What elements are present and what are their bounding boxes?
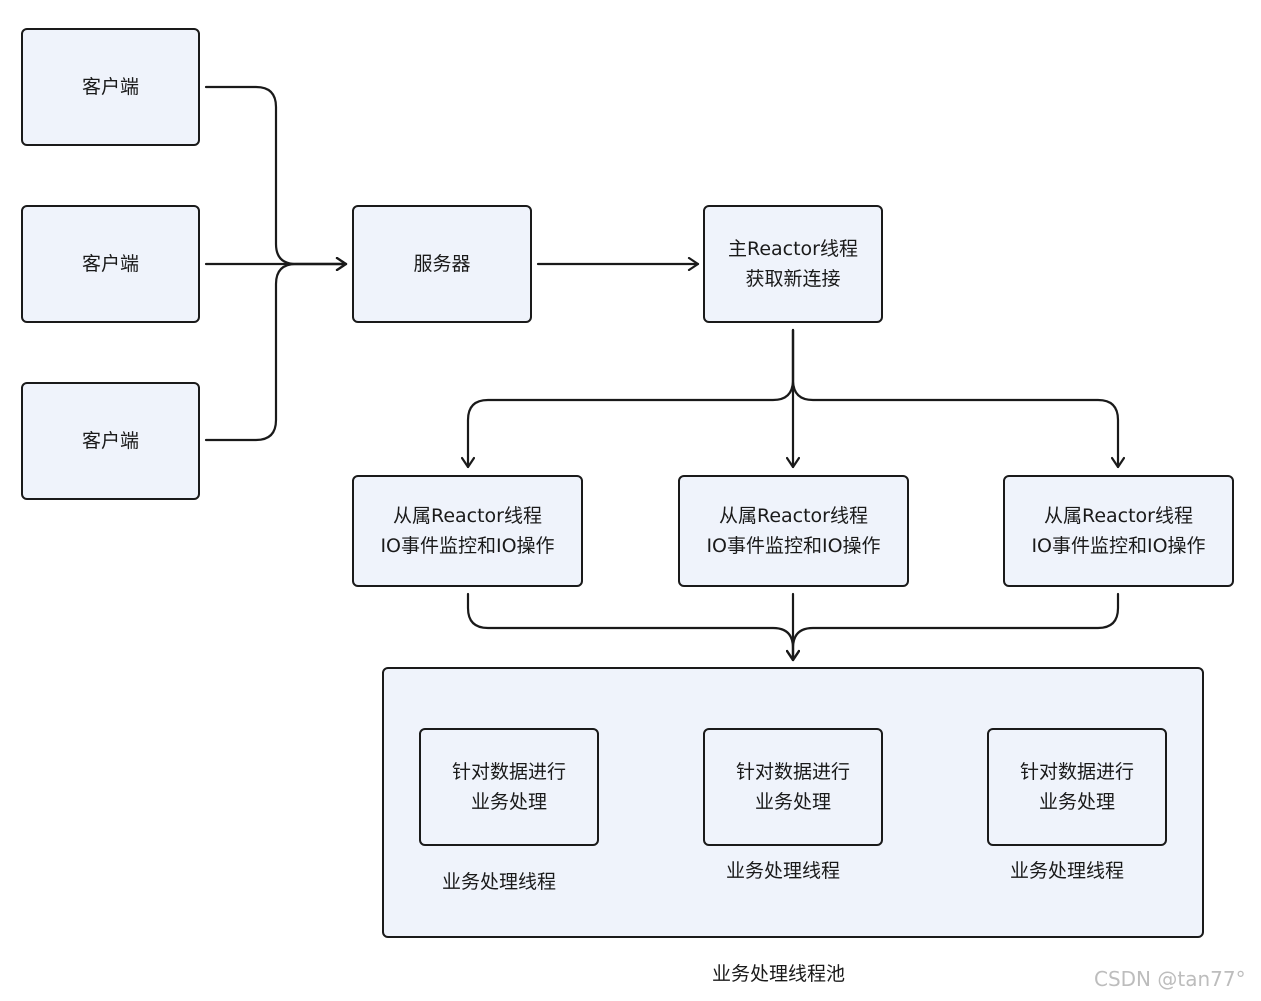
- server-node-label: 服务器: [413, 253, 471, 275]
- worker-caption: 业务处理线程: [442, 871, 557, 893]
- worker-node-line2: 业务处理: [1038, 791, 1115, 813]
- main-reactor-title: 主Reactor线程: [727, 238, 858, 260]
- worker-node[interactable]: 针对数据进行 业务处理: [987, 728, 1167, 846]
- sub-reactor-subtitle: IO事件监控和IO操作: [706, 535, 881, 557]
- connector-main-sub1: [468, 328, 795, 469]
- main-reactor-subtitle: 获取新连接: [745, 268, 841, 290]
- connector-sub1-pool: [466, 592, 793, 662]
- pool-caption: 业务处理线程池: [712, 963, 846, 985]
- watermark-text: CSDN @tan77°: [1094, 967, 1246, 991]
- connector-sub3-pool: [793, 592, 1120, 662]
- sub-reactor-node[interactable]: 从属Reactor线程 IO事件监控和IO操作: [678, 475, 909, 587]
- worker-caption: 业务处理线程: [1010, 860, 1125, 882]
- server-node[interactable]: 服务器: [352, 205, 532, 323]
- client-node[interactable]: 客户端: [21, 382, 200, 500]
- client-node-label: 客户端: [81, 253, 139, 275]
- client-node[interactable]: 客户端: [21, 28, 200, 146]
- connector-main-sub3: [791, 328, 1118, 469]
- client-node-label: 客户端: [81, 76, 139, 98]
- worker-node-line2: 业务处理: [470, 791, 547, 813]
- sub-reactor-node[interactable]: 从属Reactor线程 IO事件监控和IO操作: [352, 475, 583, 587]
- worker-node[interactable]: 针对数据进行 业务处理: [703, 728, 883, 846]
- client-node[interactable]: 客户端: [21, 205, 200, 323]
- sub-reactor-title: 从属Reactor线程: [392, 505, 542, 527]
- connector-client3-server: [204, 264, 348, 442]
- sub-reactor-subtitle: IO事件监控和IO操作: [1031, 535, 1206, 557]
- worker-node-line1: 针对数据进行: [451, 761, 566, 783]
- sub-reactor-subtitle: IO事件监控和IO操作: [380, 535, 555, 557]
- connector-client1-server: [204, 85, 348, 264]
- worker-caption: 业务处理线程: [726, 860, 841, 882]
- worker-node-line1: 针对数据进行: [1019, 761, 1134, 783]
- worker-node-line2: 业务处理: [754, 791, 831, 813]
- sub-reactor-title: 从属Reactor线程: [1043, 505, 1193, 527]
- sub-reactor-title: 从属Reactor线程: [718, 505, 868, 527]
- main-reactor-node[interactable]: 主Reactor线程 获取新连接: [703, 205, 883, 323]
- worker-node[interactable]: 针对数据进行 业务处理: [419, 728, 599, 846]
- client-node-label: 客户端: [81, 430, 139, 452]
- sub-reactor-node[interactable]: 从属Reactor线程 IO事件监控和IO操作: [1003, 475, 1234, 587]
- worker-node-line1: 针对数据进行: [735, 761, 850, 783]
